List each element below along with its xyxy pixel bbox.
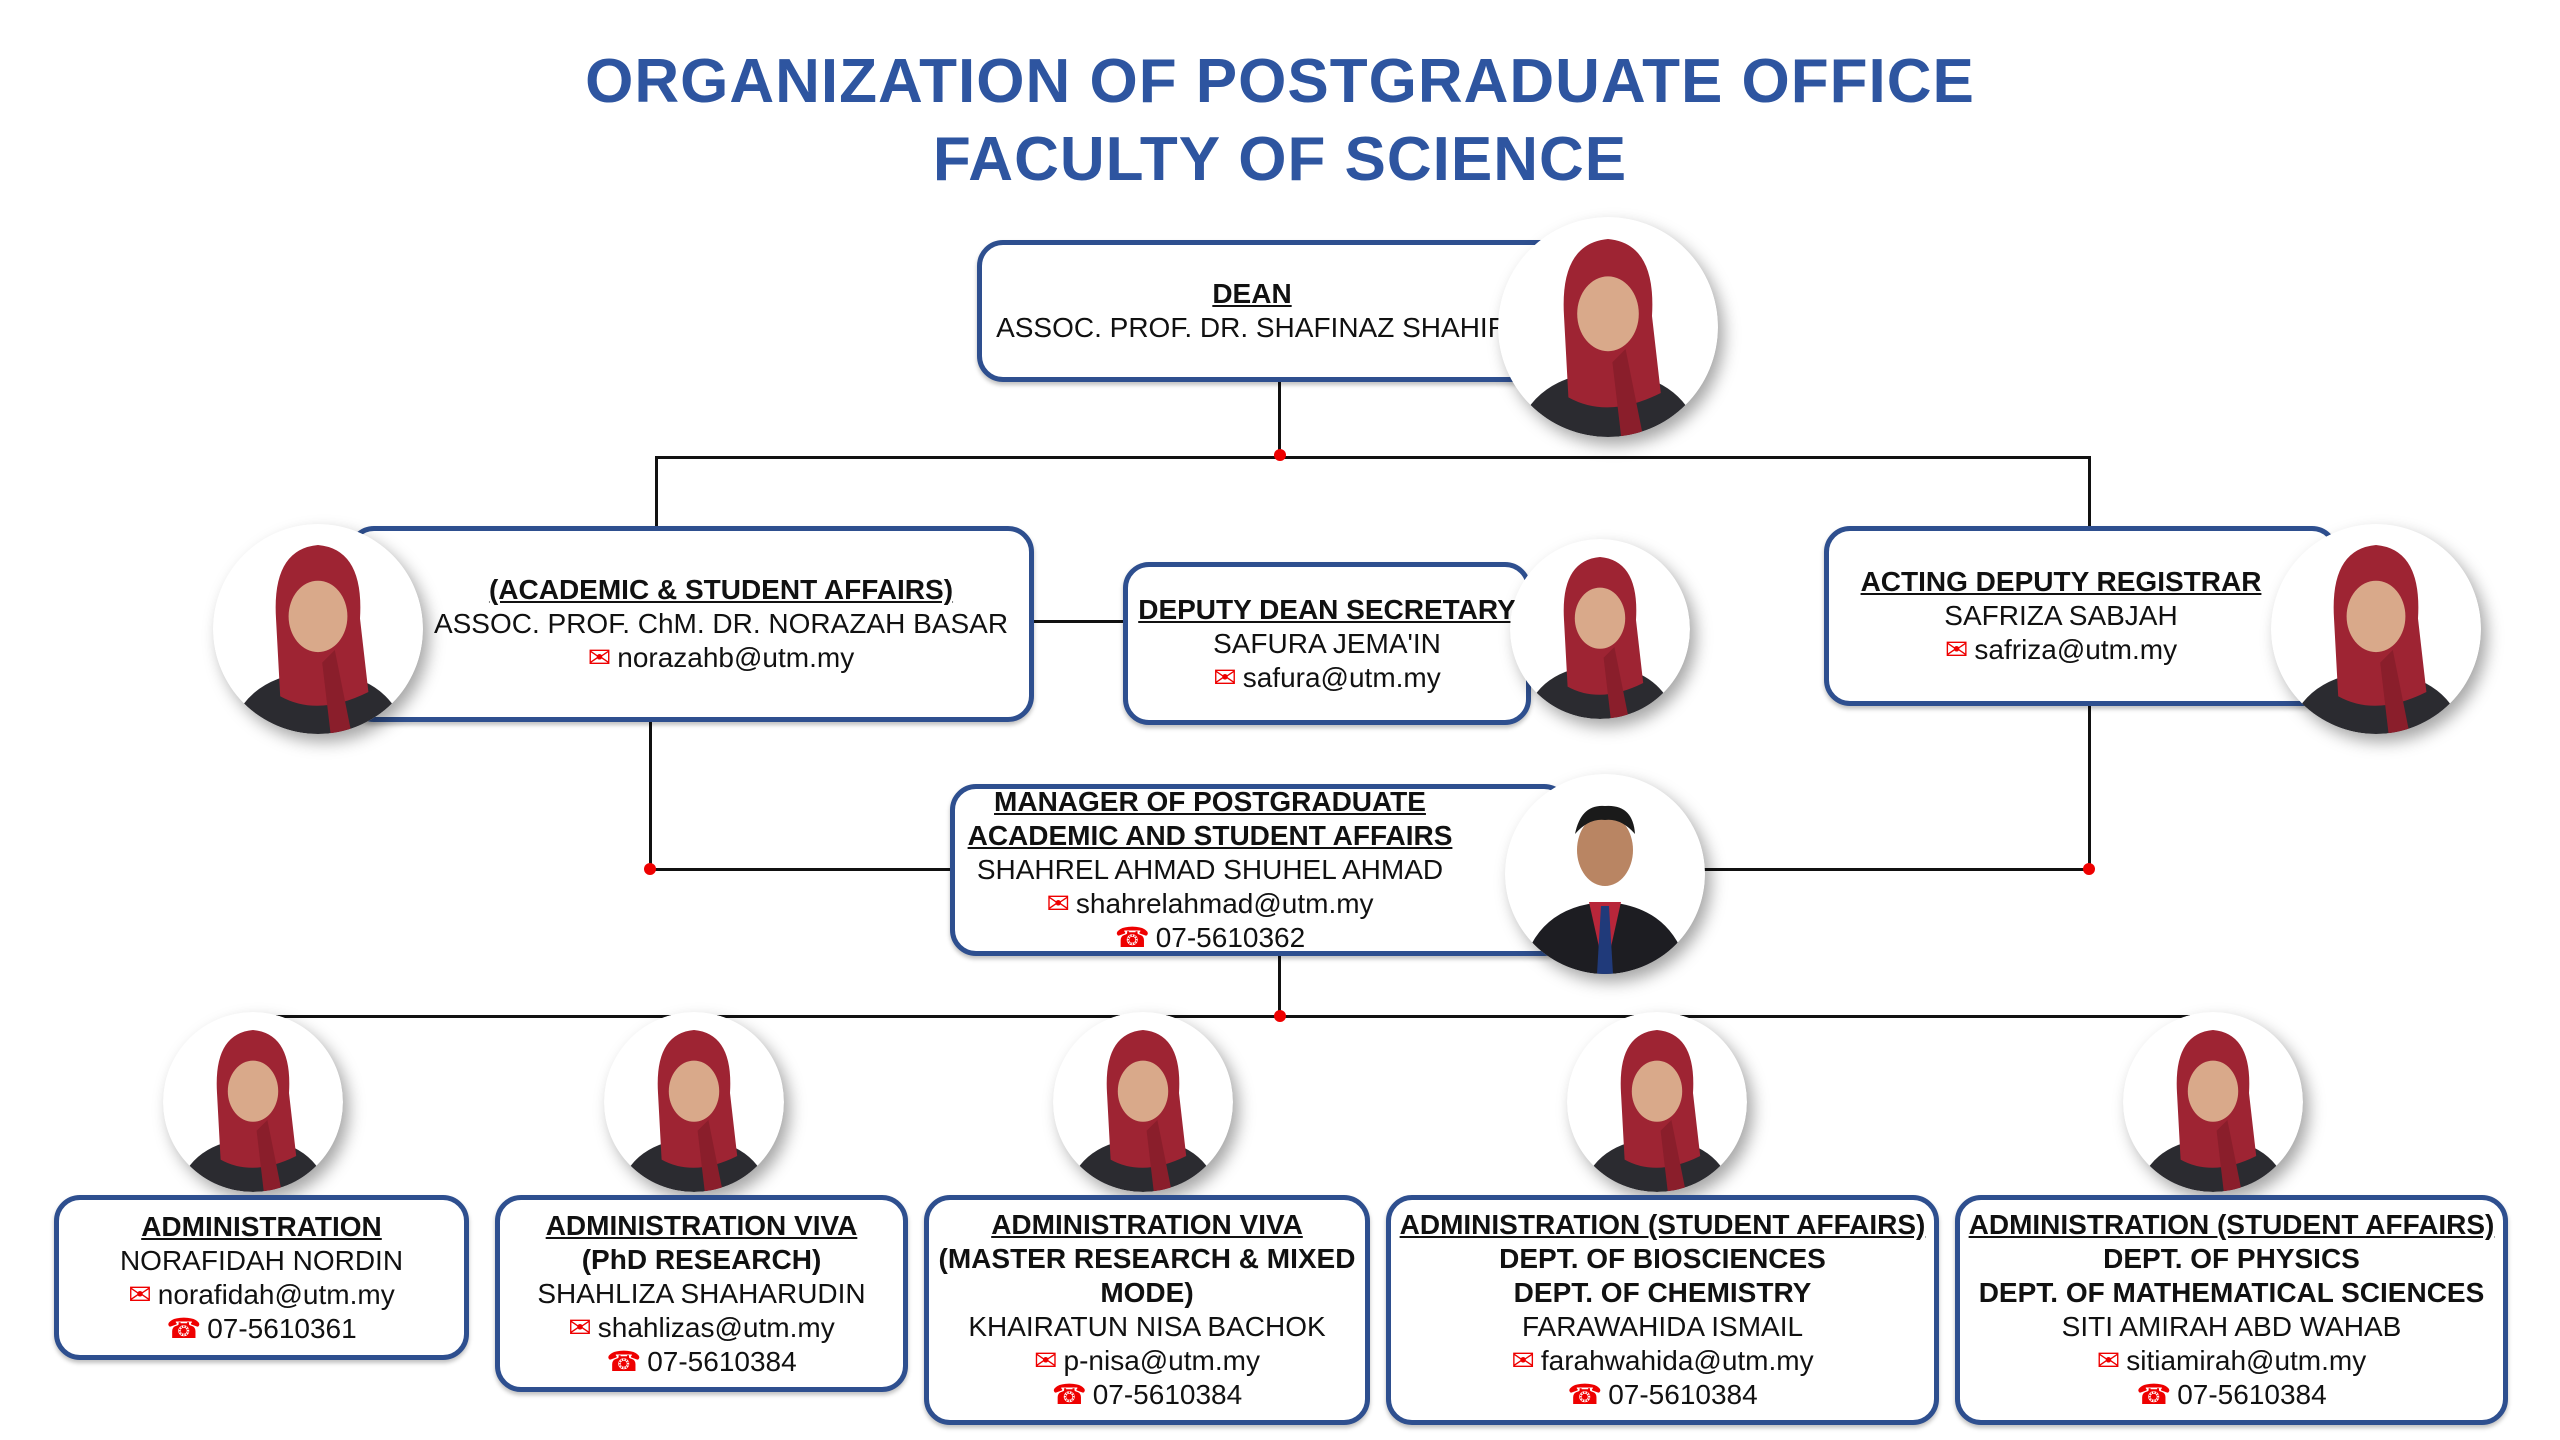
connector-dot [644,863,656,875]
connector [1566,868,2090,871]
manager-box: MANAGER OF POSTGRADUATE ACADEMIC AND STU… [950,784,1570,956]
role-label: DEAN [1212,278,1292,309]
person-name: SHAHLIZA SHAHARUDIN [537,1277,866,1309]
acting-deputy-registrar-box: ACTING DEPUTY REGISTRAR SAFRIZA SABJAH ✉… [1824,526,2338,706]
person-name: SAFURA JEMA'IN [1213,627,1441,659]
staff-photo [2123,1012,2303,1192]
envelope-icon: ✉ [1034,1345,1058,1376]
role-label: ACTING DEPUTY REGISTRAR [1860,566,2262,597]
phone-number: ☎07-5610362 [1114,922,1306,953]
connector [1278,955,1281,1017]
role-sub: MODE) [1100,1277,1194,1308]
role-label: DEPUTY DEAN SECRETARY [1138,593,1516,625]
envelope-icon: ✉ [568,1311,592,1343]
academic-affairs-box: (ACADEMIC & STUDENT AFFAIRS) ASSOC. PROF… [348,526,1034,722]
connector [649,868,953,871]
role-label: ADMINISTRATION (STUDENT AFFAIRS) [1968,1209,2495,1240]
dean-photo [1498,217,1718,437]
telephone-icon: ☎ [1567,1379,1603,1410]
envelope-icon: ✉ [2096,1345,2121,1376]
role-label: ADMINISTRATION [141,1210,382,1242]
email-link[interactable]: ✉norafidah@utm.my [128,1278,395,1310]
staff-photo [1053,1012,1233,1192]
envelope-icon: ✉ [128,1278,152,1310]
person-name: FARAWAHIDA ISMAIL [1521,1311,1804,1342]
telephone-icon: ☎ [166,1312,202,1344]
deputy-dean-secretary-box: DEPUTY DEAN SECRETARY SAFURA JEMA'IN ✉sa… [1123,562,1531,725]
email-link[interactable]: ✉p-nisa@utm.my [1034,1345,1260,1376]
telephone-icon: ☎ [1114,922,1150,953]
staff-box-student-affairs-bio-chem: ADMINISTRATION (STUDENT AFFAIRS) DEPT. O… [1386,1195,1939,1425]
envelope-icon: ✉ [1944,634,1969,665]
email-link[interactable]: ✉sitiamirah@utm.my [2096,1345,2367,1376]
staff-box-student-affairs-phys-math: ADMINISTRATION (STUDENT AFFAIRS) DEPT. O… [1955,1195,2508,1425]
telephone-icon: ☎ [606,1345,642,1377]
connector-dot [2083,863,2095,875]
role-label: (ACADEMIC & STUDENT AFFAIRS) [488,574,954,605]
role-sub: DEPT. OF MATHEMATICAL SCIENCES [1978,1277,2485,1308]
person-name: ASSOC. PROF. ChM. DR. NORAZAH BASAR [433,608,1009,639]
telephone-icon: ☎ [2136,1379,2172,1410]
person-name: SAFRIZA SABJAH [1944,600,2178,631]
phone-number: ☎07-5610384 [1051,1379,1243,1410]
envelope-icon: ✉ [1213,661,1237,693]
connector-dot [1274,449,1286,461]
email-link[interactable]: ✉safriza@utm.my [1944,634,2178,665]
chart-title-line1: ORGANIZATION OF POSTGRADUATE OFFICE [585,47,1975,116]
connector [649,718,652,870]
chart-title-line2: FACULTY OF SCIENCE [932,125,1628,194]
connector [655,456,2090,459]
role-label: MANAGER OF POSTGRADUATE [994,786,1426,817]
role-sub: DEPT. OF PHYSICS [2103,1243,2360,1274]
role-sub: (MASTER RESEARCH & MIXED [938,1243,1356,1274]
role-label: ADMINISTRATION VIVA [991,1209,1303,1240]
staff-photo [1567,1012,1747,1192]
connector [258,1015,2218,1018]
person-name: NORAFIDAH NORDIN [119,1244,404,1276]
secretary-photo [1510,539,1690,719]
academic-photo [213,524,423,734]
role-sub: (PhD RESEARCH) [581,1243,822,1275]
registrar-photo [2271,524,2481,734]
connector-dot [1274,1010,1286,1022]
phone-number: ☎07-5610384 [1567,1379,1758,1410]
role-label: ADMINISTRATION VIVA [545,1209,858,1241]
person-name: KHAIRATUN NISA BACHOK [968,1311,1326,1342]
staff-box-viva-phd: ADMINISTRATION VIVA (PhD RESEARCH) SHAHL… [495,1195,908,1392]
telephone-icon: ☎ [1051,1379,1087,1410]
connector [1032,620,1124,623]
staff-photo [163,1012,343,1192]
email-link[interactable]: ✉norazahb@utm.my [587,642,855,673]
email-link[interactable]: ✉farahwahida@utm.my [1511,1345,1814,1376]
person-name: ASSOC. PROF. DR. SHAFINAZ SHAHIR [996,312,1508,343]
role-sub: DEPT. OF BIOSCIENCES [1499,1243,1826,1274]
email-link[interactable]: ✉safura@utm.my [1213,661,1441,693]
phone-number: ☎07-5610384 [606,1345,797,1377]
person-name: SHAHREL AHMAD SHUHEL AHMAD [976,854,1444,885]
email-link[interactable]: ✉shahrelahmad@utm.my [1046,888,1374,919]
role-sub: DEPT. OF CHEMISTRY [1513,1277,1812,1308]
envelope-icon: ✉ [1046,888,1070,919]
envelope-icon: ✉ [1511,1345,1535,1376]
connector [1278,381,1281,457]
manager-photo [1505,774,1705,974]
role-label: ACADEMIC AND STUDENT AFFAIRS [967,820,1453,851]
person-name: SITI AMIRAH ABD WAHAB [2061,1311,2402,1342]
role-label: ADMINISTRATION (STUDENT AFFAIRS) [1399,1209,1926,1240]
connector [655,456,658,528]
dean-box: DEAN ASSOC. PROF. DR. SHAFINAZ SHAHIR [977,240,1577,382]
staff-box-viva-master: ADMINISTRATION VIVA (MASTER RESEARCH & M… [924,1195,1370,1425]
phone-number: ☎07-5610384 [2136,1379,2327,1410]
email-link[interactable]: ✉shahlizas@utm.my [568,1311,835,1343]
connector [2088,702,2091,870]
phone-number: ☎07-5610361 [166,1312,357,1344]
staff-photo [604,1012,784,1192]
envelope-icon: ✉ [587,642,612,673]
connector [2088,456,2091,528]
staff-box-administration: ADMINISTRATION NORAFIDAH NORDIN ✉norafid… [54,1195,469,1360]
